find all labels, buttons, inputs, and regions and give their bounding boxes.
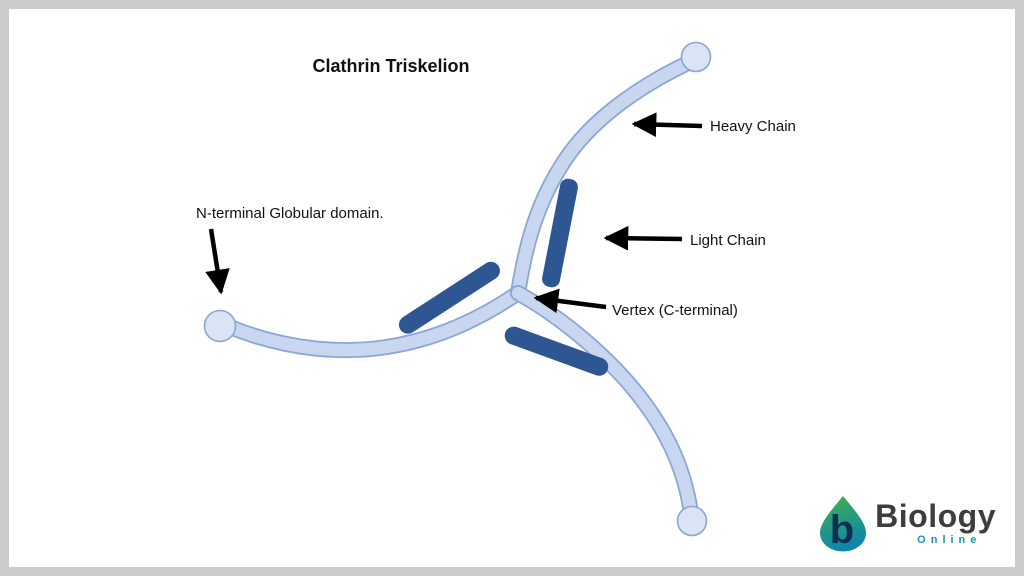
logo-text: Biology Online — [875, 500, 996, 546]
globular-domain-bottom — [676, 505, 708, 537]
heavy-chain-arrow — [631, 112, 703, 138]
heavy-chain-upper — [510, 54, 698, 301]
light-chain-label: Light Chain — [690, 232, 766, 249]
vertex-label: Vertex (C-terminal) — [612, 302, 738, 319]
heavy-chain-left — [222, 285, 526, 359]
light-chain-rod-left — [398, 261, 500, 334]
svg-text:b: b — [830, 508, 854, 552]
logo-brand: Biology — [875, 498, 996, 534]
n-terminal-arrow — [205, 228, 230, 295]
globular-domain-top-right — [680, 41, 712, 73]
light-chain-arrow — [603, 225, 683, 251]
light-chain-rod-lower — [504, 326, 609, 376]
logo-subtitle: Online — [917, 534, 982, 546]
n-terminal-label: N-terminal Globular domain. — [196, 205, 384, 222]
biology-online-droplet-icon: b — [820, 496, 867, 552]
biology-online-logo: b Biology Online — [816, 494, 996, 552]
heavy-chain-label: Heavy Chain — [710, 118, 796, 135]
globular-domain-left — [203, 309, 237, 343]
light-chain-rod-upper — [542, 178, 578, 288]
heavy-chain-lower — [510, 285, 699, 521]
diagram-title: Clathrin Triskelion — [312, 56, 469, 76]
vertex-arrow — [533, 288, 607, 314]
